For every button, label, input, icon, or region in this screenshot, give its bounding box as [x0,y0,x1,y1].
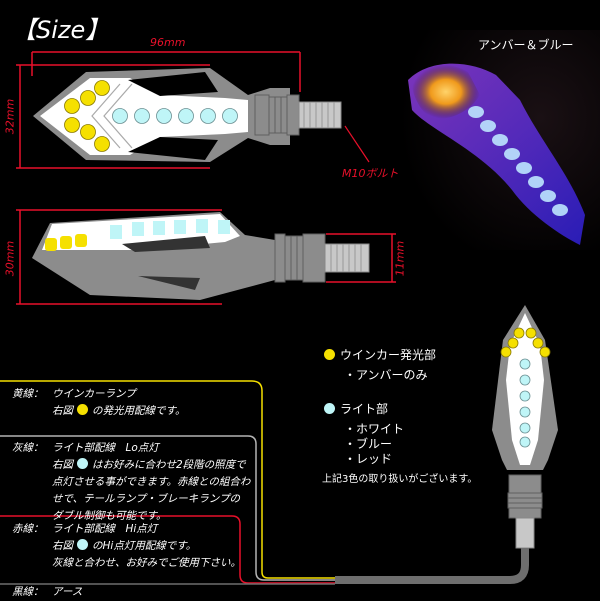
wire-red-desc: 赤線： ライト部配線 Hi点灯 右図 のHi点灯用配線です。 灰線と合わせ、お好みで… [12,521,241,572]
legend-note: 上記3色の取り扱いがございます。 [322,474,478,485]
wire-yellow-desc: 黄線： ウインカーランプ 右図 の発光用配線です。 [12,386,185,420]
wire-line-text: 灰線と合わせ、お好みでご使用下さい。 [52,557,241,569]
cable [335,548,529,584]
wire-name: 黄線： [12,388,44,400]
wire-name: 赤線： [12,523,44,535]
wire-line-text: の発光用配線です。 [92,405,186,417]
legend-winker: ウインカー発光部 [324,346,436,363]
dimension-lines-top [16,51,301,169]
legend-light-item: ・ブルー [344,437,393,451]
vertical-light-leds [519,358,531,448]
wire-title: ライト部配線 Hi点灯 [52,523,158,535]
legend-light: ライト部 [324,400,388,417]
wire-line-text: 点灯させる事ができます。赤線との組合わ [52,476,251,488]
vertical-amber-leds [500,327,551,358]
dimension-lines-side [16,209,396,305]
legend-light-item: ・ホワイト [344,422,405,436]
top-view-light-leds [112,108,238,124]
size-title: 【Size】 [12,16,110,44]
yellow-wire [0,380,335,579]
amber-dot-icon [324,349,335,360]
bolt-diameter-label: 11mm [393,240,407,277]
product-photo [400,30,600,250]
photo-color-label: アンバー＆ブルー [478,38,574,52]
wire-line-text: 右図 [52,459,73,471]
photo-light-leds [468,106,568,216]
side-height-dim-label: 30mm [3,240,17,277]
wire-line-text: はお好みに合わせ2段階の照度で [92,459,246,471]
vertical-signal [492,305,558,549]
legend-light-label: ライト部 [340,402,389,416]
wires [0,380,529,585]
wire-line-text: せで、テールランプ・ブレーキランプの [52,493,240,505]
wire-name: 黒線： [12,586,44,598]
legend-winker-label: ウインカー発光部 [340,348,437,362]
wire-line-text: ダブル制御も可能です。 [52,510,167,522]
gray-wire [0,435,335,581]
wire-line-text: 右図 [52,405,73,417]
bolt-leader-line [344,125,370,163]
light-dot-icon [324,403,335,414]
wire-line-text: のHi点灯用配線です。 [92,540,197,552]
wire-line-text: 右図 [52,540,73,552]
top-view-amber-leds [64,80,110,152]
bolt-label: M10ボルト [342,167,399,180]
top-view-signal [33,68,370,163]
wire-name: 灰線： [12,442,44,454]
amber-dot-icon [77,404,88,415]
light-dot-icon [77,458,88,469]
legend-winker-item: ・アンバーのみ [344,368,428,382]
wire-title: ウインカーランプ [52,388,136,400]
legend-light-item: ・レッド [344,452,393,466]
side-view-amber-leds [45,234,87,251]
wire-title: ライト部配線 Lo点灯 [52,442,159,454]
wire-black-desc: 黒線： アース [12,584,82,601]
red-wire [0,515,335,584]
wire-gray-desc: 灰線： ライト部配線 Lo点灯 右図 はお好みに合わせ2段階の照度で 点灯させる事が… [12,440,250,525]
length-dim-label: 96mm [150,36,186,49]
top-height-dim-label: 32mm [3,98,17,135]
light-dot-icon [77,539,88,550]
side-view-signal [32,212,370,300]
wire-title: アース [52,586,83,598]
